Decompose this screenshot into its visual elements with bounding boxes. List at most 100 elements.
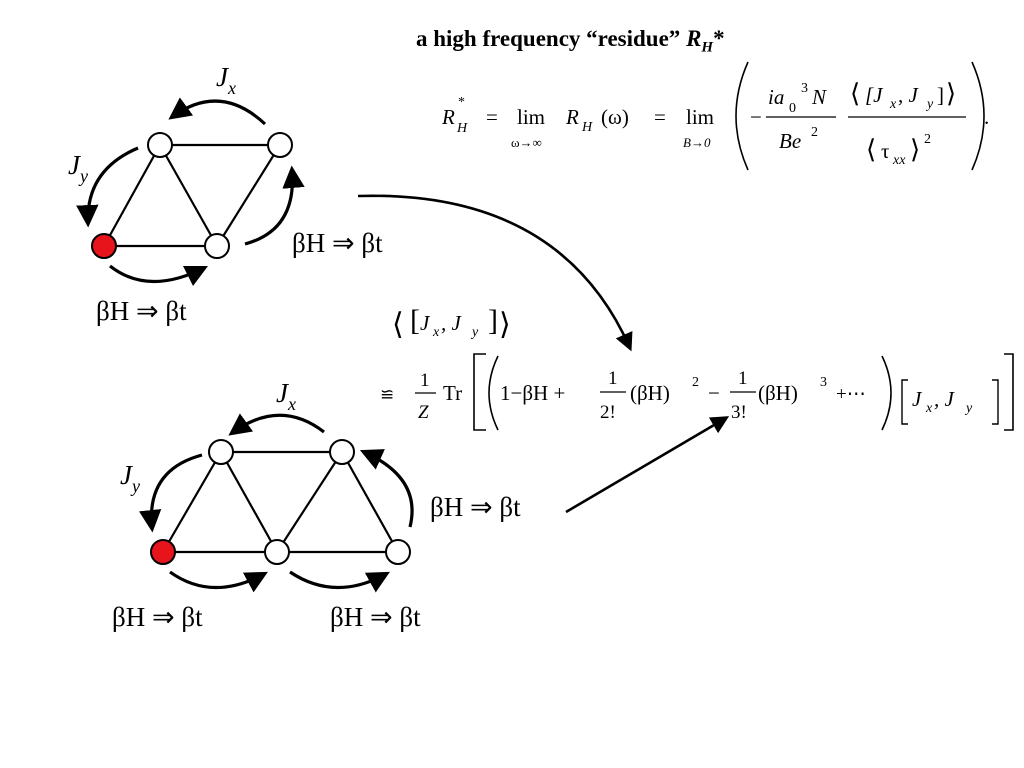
svg-text:J: J <box>420 311 431 335</box>
bond <box>220 451 278 553</box>
angle-bracket-close: ⟩ <box>946 79 956 108</box>
svg-text:τ: τ <box>881 139 889 163</box>
svg-text:R: R <box>565 105 579 129</box>
top-lattice <box>76 97 305 287</box>
angle-bracket-close: ⟩ <box>910 135 920 164</box>
svg-text:≌: ≌ <box>380 385 394 404</box>
svg-text:0: 0 <box>789 101 796 116</box>
bond <box>159 144 218 247</box>
svg-text:−: − <box>708 381 720 405</box>
hop-label: βH ⇒ βt <box>330 602 421 632</box>
bond <box>341 451 399 553</box>
svg-text:2!: 2! <box>600 402 616 423</box>
big-bracket-left <box>473 353 486 431</box>
svg-text:(βH): (βH) <box>758 381 798 405</box>
svg-text:Z: Z <box>418 402 429 423</box>
big-paren-right <box>881 355 892 431</box>
current-arrow-y <box>139 453 203 533</box>
svg-text:[J: [J <box>865 83 884 107</box>
current-arrow-x <box>168 97 267 126</box>
hop-arrow <box>169 570 268 593</box>
svg-text:3: 3 <box>820 375 827 390</box>
bottom-lattice <box>139 413 414 593</box>
hop-label: βH ⇒ βt <box>112 602 203 632</box>
formula-residue: R * H = lim ω→∞ R H (ω) = lim B→0 − ia 0… <box>441 61 989 171</box>
svg-text:1: 1 <box>608 368 618 389</box>
svg-text:x: x <box>432 325 440 340</box>
lattice-site <box>264 539 290 565</box>
bond <box>162 451 222 553</box>
lattice-site <box>147 132 173 158</box>
svg-text:, J: , J <box>441 311 463 335</box>
hop-arrow <box>359 449 414 528</box>
square-bracket-left <box>901 379 908 425</box>
square-bracket-right <box>992 379 999 425</box>
svg-text:+⋯: +⋯ <box>836 384 866 405</box>
current-arrow-y <box>76 146 139 228</box>
hop-label: βH ⇒ βt <box>96 296 187 326</box>
svg-text:y: y <box>964 401 973 416</box>
svg-text:−: − <box>750 105 762 129</box>
label-jy: Jy <box>68 150 88 186</box>
svg-text:3: 3 <box>801 81 808 96</box>
svg-text:ia: ia <box>768 85 784 109</box>
svg-text:(βH): (βH) <box>630 381 670 405</box>
angle-bracket-open: ⟨ <box>850 79 860 108</box>
svg-text:x: x <box>925 401 933 416</box>
svg-text:H: H <box>456 121 468 136</box>
svg-text:3!: 3! <box>731 402 747 423</box>
formula-expansion: ⟨ [ J x , J y ] ⟩ ≌ 1 Z Tr 1−βH + 1 2! (… <box>380 304 1014 431</box>
svg-text:2: 2 <box>692 375 699 390</box>
big-paren-left <box>488 355 499 431</box>
svg-text:2: 2 <box>811 125 818 140</box>
svg-text:*: * <box>458 95 465 110</box>
label-jx: Jx <box>276 378 296 414</box>
lattice-site <box>329 439 355 465</box>
svg-text:y: y <box>470 325 479 340</box>
svg-text:lim: lim <box>517 105 545 129</box>
bond <box>216 144 281 247</box>
label-jy: Jy <box>120 460 140 496</box>
svg-text:1: 1 <box>738 368 748 389</box>
svg-text:N: N <box>811 85 827 109</box>
svg-text:=: = <box>486 105 498 129</box>
svg-text:R: R <box>441 105 455 129</box>
lattice-site <box>208 439 234 465</box>
svg-text:H: H <box>581 120 593 135</box>
lattice-site <box>267 132 293 158</box>
svg-text:]: ] <box>937 83 944 107</box>
title-text: a high frequency “residue” <box>416 26 681 51</box>
svg-text:, J: , J <box>934 387 956 411</box>
bond <box>103 144 161 247</box>
hop-label: βH ⇒ βt <box>292 228 383 258</box>
connector-arrow <box>357 194 633 352</box>
big-paren-right <box>971 61 985 171</box>
lattice-site <box>204 233 230 259</box>
title-star: * <box>713 26 725 51</box>
svg-text:Be: Be <box>779 129 801 153</box>
connector-arrow <box>565 416 730 514</box>
svg-text:J: J <box>912 387 923 411</box>
active-site <box>91 233 117 259</box>
hop-arrow <box>109 264 209 287</box>
current-arrow-x <box>228 413 325 436</box>
angle-bracket-open: ⟨ <box>392 308 404 341</box>
hop-label: βH ⇒ βt <box>430 492 521 522</box>
title-symbol: R <box>686 26 702 51</box>
angle-bracket-close: ⟩ <box>499 308 511 341</box>
svg-text:, J: , J <box>898 83 920 107</box>
square-bracket: [ <box>410 304 420 337</box>
svg-text:.: . <box>984 105 989 129</box>
svg-text:2: 2 <box>924 132 931 147</box>
svg-text:y: y <box>925 97 934 112</box>
svg-text:B→0: B→0 <box>683 135 711 150</box>
svg-text:ω→∞: ω→∞ <box>511 135 542 150</box>
active-site <box>150 539 176 565</box>
svg-text:1: 1 <box>420 370 430 391</box>
angle-bracket-open: ⟨ <box>866 135 876 164</box>
label-jx: Jx <box>216 62 236 98</box>
svg-text:lim: lim <box>686 105 714 129</box>
hop-arrow <box>289 570 390 593</box>
